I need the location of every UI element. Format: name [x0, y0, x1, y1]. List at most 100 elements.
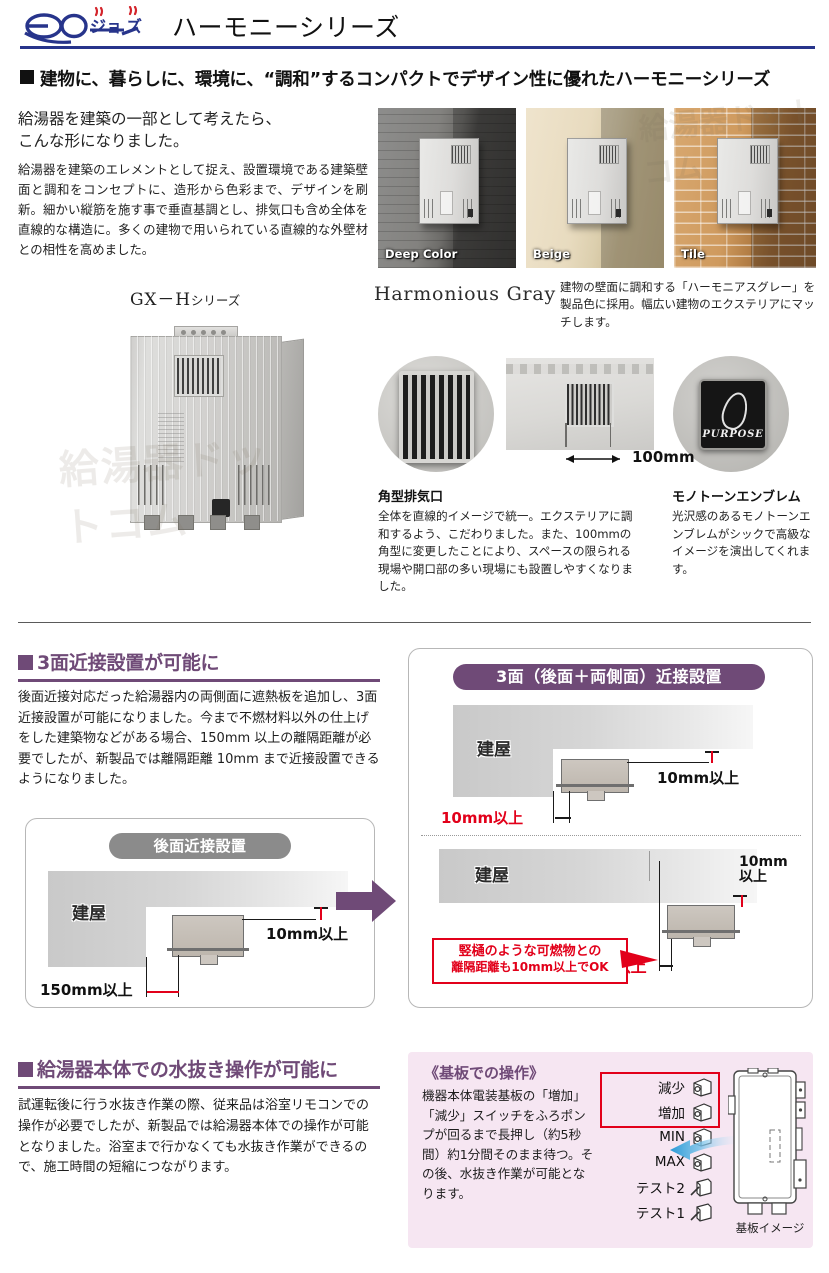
page-title: ハーモニーシリーズ: [172, 13, 400, 42]
unit-bar: [662, 930, 740, 933]
lead-body: 給湯器を建築のエレメントとして捉え、設置環境である建築壁面と調和をコンセプトに、…: [18, 161, 368, 258]
feature-title: 角型排気口: [378, 490, 444, 505]
rotary-switch-icon: [693, 1077, 712, 1097]
switch-label: テスト1: [635, 1205, 685, 1222]
switch-list: 減少 増加 MIN: [604, 1074, 714, 1224]
section3-heading: 給湯器本体での水抜き操作が可能に: [18, 1055, 380, 1089]
board-operation-panel: 《基板での操作》 機器本体電装基板の「増加」「減少」スイッチをふろポンプが回るま…: [408, 1052, 813, 1248]
water-heater-symbol: [167, 915, 249, 965]
series-suffix: シリーズ: [190, 293, 241, 308]
extension-line-right: [178, 955, 180, 997]
water-heater-unit: [716, 138, 779, 224]
unit-bar: [167, 948, 249, 951]
callout-line1: 竪樋のような可燃物との: [458, 944, 602, 959]
building-label-top: 建屋: [477, 740, 511, 760]
extension-line-b: [569, 791, 571, 823]
switch-row-increase[interactable]: 増加: [604, 1099, 714, 1124]
photo-label: Tile: [681, 247, 705, 261]
fins-right: [610, 199, 623, 218]
spec-label: [158, 410, 184, 462]
switch-label: 増加: [658, 1105, 685, 1122]
dimension-callout: 100mm: [506, 448, 796, 472]
section2-body: 後面近接対応だった給湯器内の両側面に遮熱板を追加し、3面近接設置が可能になりまし…: [18, 690, 380, 788]
lead-heading: 給湯器を建築の一部として考えたら、 こんな形になりました。: [18, 108, 368, 153]
photo-label: Beige: [533, 247, 571, 261]
header-divider: [20, 46, 815, 49]
callout-box: 竪樋のような可燃物との 離隔距離も10mm以上でOK: [432, 938, 658, 984]
section2-heading: 3面近接設置が可能に: [18, 648, 380, 682]
switch-label: テスト2: [635, 1180, 685, 1197]
dimension-span: [147, 991, 179, 994]
control-panel: [737, 191, 751, 216]
dimension-span-bottom: [659, 965, 673, 967]
unit-foot: [199, 955, 219, 965]
feature-body: 光沢感のあるモノトーンエンブレムがシックで高級なイメージを演出してくれます。: [672, 509, 811, 576]
switch-row-test1[interactable]: テスト1: [604, 1199, 714, 1224]
photo-monotone-emblem: PURPOSE: [673, 356, 789, 472]
dimension-label-bottom: 150mm以上: [40, 981, 133, 999]
feature-title: モノトーンエンブレム: [672, 490, 801, 505]
pipe-connections: [144, 515, 274, 530]
dimension-line-right: [609, 423, 611, 448]
page-header: ジョ ズ ハーモニーシリーズ: [0, 0, 829, 52]
dimension-gap: [711, 751, 713, 763]
dimension-label-right: 10mm以上: [266, 925, 349, 943]
water-heater-symbol-top: [556, 759, 634, 801]
lead-copy: 給湯器を建築の一部として考えたら、 こんな形になりました。 給湯器を建築のエレメ…: [18, 108, 368, 260]
control-panel: [588, 191, 601, 216]
toggle-switch-icon: [690, 1177, 712, 1197]
photo-vent-dimension: [506, 358, 654, 450]
photo-tile: Tile: [674, 108, 816, 268]
switch-row-test2[interactable]: テスト2: [604, 1174, 714, 1199]
feature-caption-exhaust: 角型排気口 全体を直線的イメージで統一。エクステリアに調和するよう、こだわりまし…: [378, 486, 636, 596]
callout-pointer-icon: [620, 950, 658, 968]
lead-heading-line1: 給湯器を建築の一部として考えたら、: [18, 110, 282, 128]
switch-highlight-box: [600, 1072, 720, 1128]
fins-left: [424, 199, 437, 218]
photo-square-exhaust-port: [378, 356, 494, 472]
section-banner: 建物に、暮らしに、環境に、“調和”するコンパクトでデザイン性に優れたハーモニーシ…: [20, 66, 820, 94]
water-heater-symbol-bottom: [662, 905, 740, 947]
dimension-arrow-icon: [566, 455, 620, 463]
dimension-label-bottom-right: 10mm 以上: [739, 854, 788, 886]
dimension-tick: [733, 895, 747, 897]
circuit-board-illustration: [727, 1067, 812, 1218]
fins-right: [761, 199, 774, 218]
diagram-rear-installation: 後面近接設置 建屋 10mm以上 150mm以上: [25, 818, 375, 1008]
purpose-mark-icon: [718, 389, 752, 433]
extension-line-c: [659, 861, 661, 971]
dimension-label-top-left: 10mm以上: [441, 809, 524, 827]
series-name: GX－H: [130, 290, 191, 310]
heading-bullet-icon: [18, 655, 33, 670]
emblem-icon: [615, 209, 622, 217]
diagram-pill-label: 後面近接設置: [109, 833, 291, 859]
unit-foot: [693, 937, 711, 947]
section-divider: [18, 622, 811, 623]
unit-foot: [587, 791, 605, 801]
switch-row-decrease[interactable]: 減少: [604, 1074, 714, 1099]
downpipe-symbol: [649, 851, 651, 881]
section3-body: 試運転後に行う水抜き作業の際、従来品は浴室リモコンでの操作が必要でしたが、新製品…: [18, 1098, 370, 1176]
extension-line-left: [146, 957, 148, 997]
fins-right: [238, 465, 270, 505]
wall-photo-strip: Deep Color Beige Tile: [378, 108, 818, 273]
grille-icon: [398, 371, 475, 463]
section3-heading-text: 給湯器本体での水抜き操作が可能に: [37, 1059, 338, 1081]
dim-line1: 10mm: [739, 854, 788, 870]
extension-line-d: [671, 939, 673, 971]
building-block-bottom: [439, 849, 757, 903]
switch-row-max[interactable]: MAX: [604, 1149, 714, 1174]
emblem-wordmark: PURPOSE: [702, 428, 764, 440]
heading-underline: [18, 1086, 380, 1089]
dimension-label-top-right: 10mm以上: [657, 769, 740, 787]
switch-row-min[interactable]: MIN: [604, 1124, 714, 1149]
harmonious-gray-body: 建物の壁面に調和する「ハーモニアスグレー」を製品色に採用。幅広い建物のエクステリ…: [560, 280, 816, 329]
dimension-line-left: [565, 423, 567, 448]
water-heater-unit: [567, 138, 628, 224]
eco-jozu-logo-icon: ジョ ズ: [22, 6, 164, 44]
vent-icon: [749, 145, 771, 164]
switch-label: MAX: [654, 1153, 685, 1170]
section2-heading-text: 3面近接設置が可能に: [37, 652, 220, 674]
rotary-switch-icon: [693, 1152, 712, 1172]
